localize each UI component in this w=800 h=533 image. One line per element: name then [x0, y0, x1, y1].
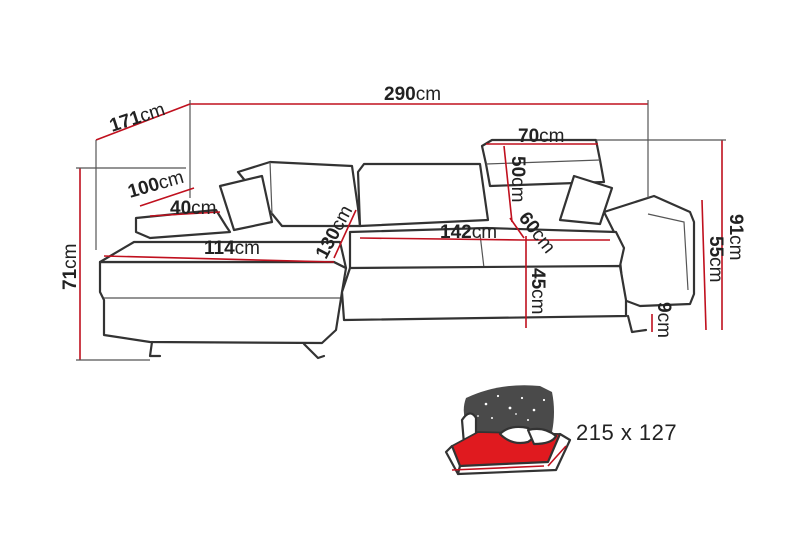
dimension-lines — [76, 100, 726, 361]
label-height-total: 91cm — [725, 214, 746, 260]
leg-left — [148, 340, 162, 358]
backrest-middle — [356, 162, 490, 228]
sofa-bed-icon: 215 x 127 — [444, 385, 677, 476]
label-seat-width: 142cm — [440, 222, 497, 243]
chaise-body — [98, 260, 348, 345]
pillow-left — [218, 174, 274, 232]
stars — [477, 394, 546, 421]
seat-base — [340, 264, 628, 322]
dimension-labels: 290cm 171cm 91cm 71cm 100cm 40cm 114cm 1… — [60, 84, 746, 338]
label-headrest-height: 50cm — [507, 156, 528, 202]
sleeping-area-label: 215 x 127 — [576, 420, 677, 445]
left-armrest — [134, 208, 232, 240]
pillow-right — [558, 174, 614, 226]
headrest — [480, 138, 606, 188]
label-width-total: 290cm — [384, 84, 441, 105]
leg-mid — [302, 342, 326, 360]
label-seat-height: 45cm — [527, 268, 548, 314]
label-chaise-seat: 114cm — [204, 238, 260, 259]
label-leg-height: 9cm — [653, 302, 674, 338]
label-arm-height: 55cm — [705, 236, 726, 282]
label-depth-chaise: 171cm — [107, 99, 168, 137]
sofa-drawing — [98, 138, 696, 360]
label-armrest-width: 40cm — [170, 198, 216, 219]
leg-right — [626, 314, 648, 334]
label-headrest-width: 70cm — [518, 126, 564, 147]
label-height-side: 71cm — [60, 244, 81, 290]
